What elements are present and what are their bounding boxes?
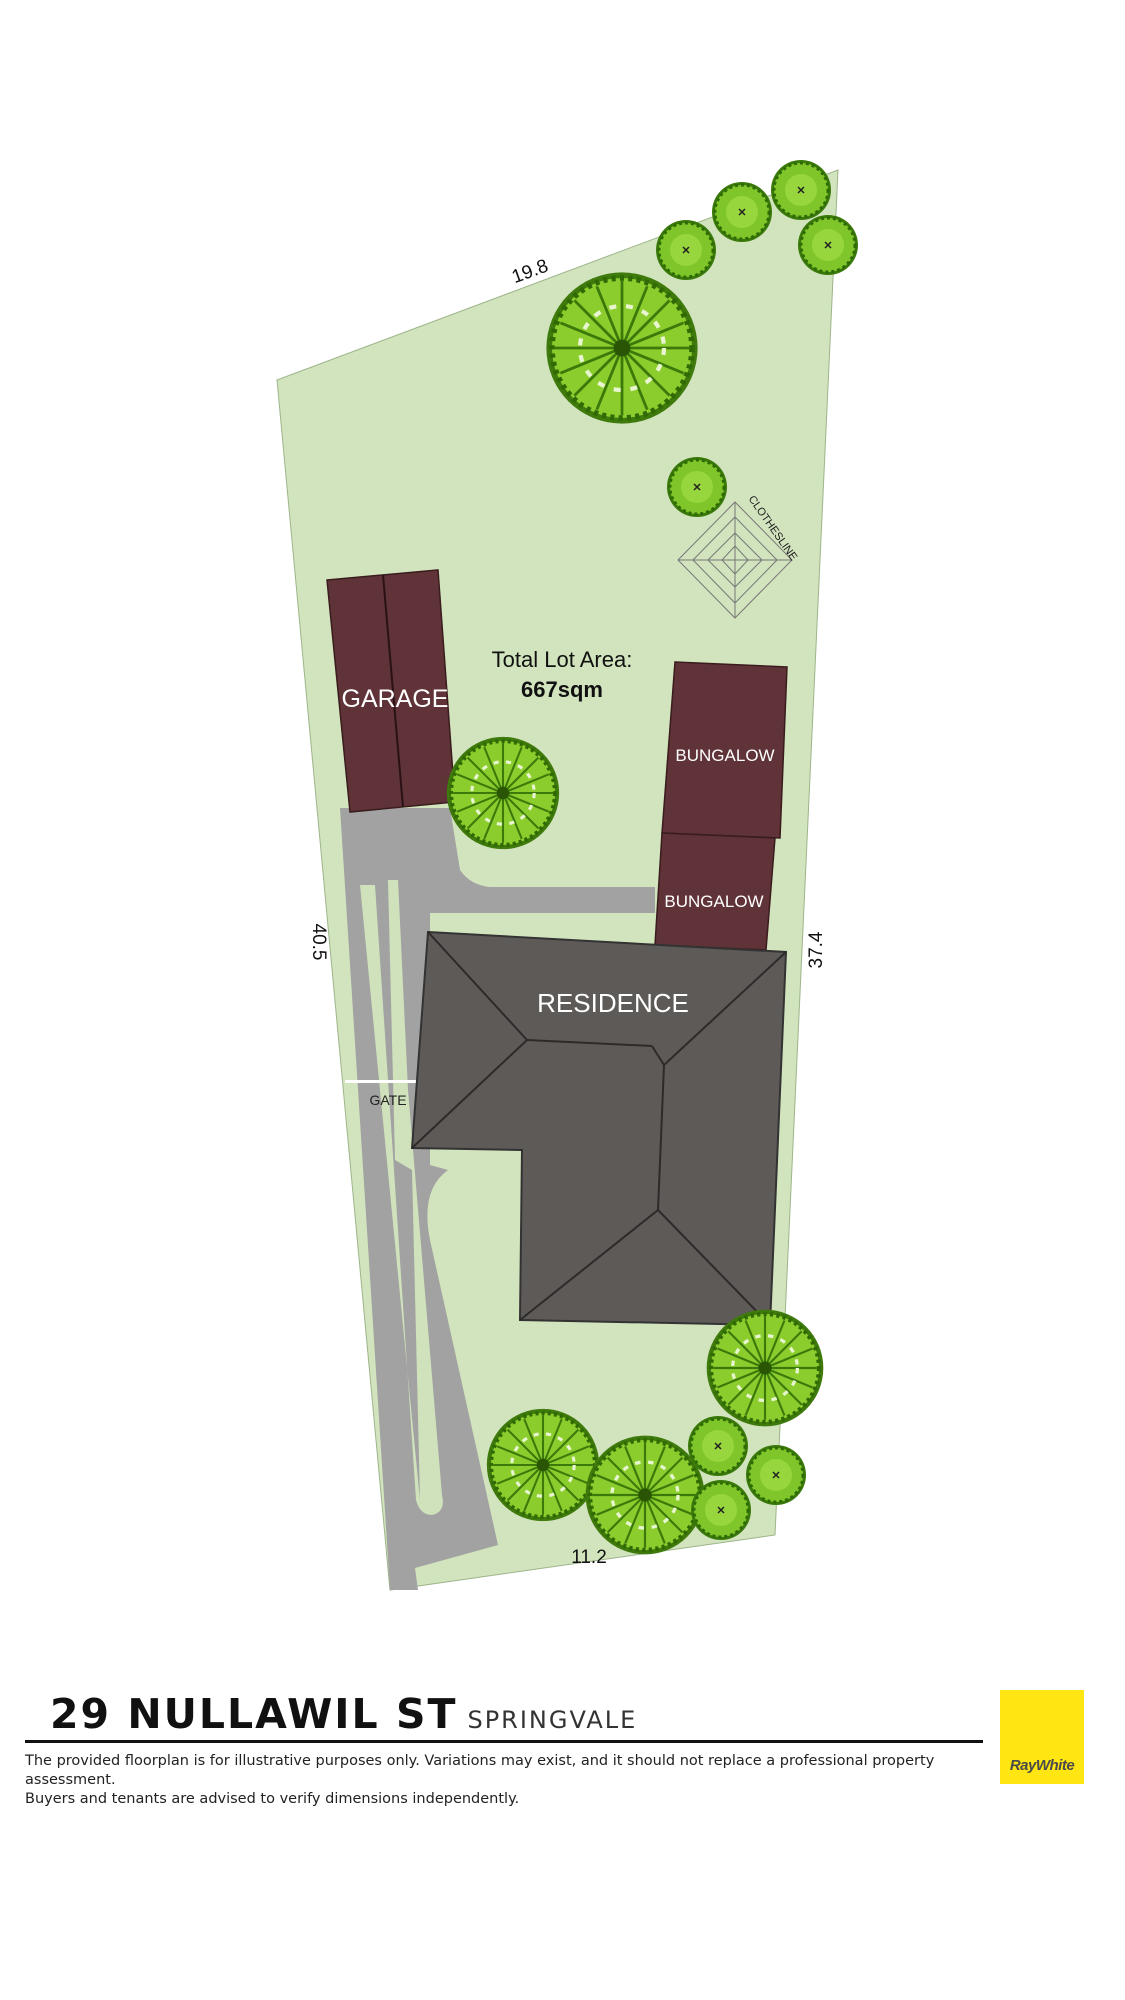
- disclaimer-line-1: The provided floorplan is for illustrati…: [25, 1753, 935, 1788]
- tree-right-lower: [707, 1310, 824, 1427]
- tree-bottom-left: [487, 1409, 599, 1521]
- tree-small-4: [796, 213, 860, 277]
- street-address: 29 NULLAWIL ST: [50, 1690, 458, 1738]
- tree-small-6: [686, 1414, 750, 1478]
- bungalow-upper-label: BUNGALOW: [675, 746, 774, 765]
- total-lot-area-value: 667sqm: [521, 677, 603, 702]
- tree-bottom-centre: [586, 1436, 705, 1555]
- dimension-bottom: 11.2: [571, 1547, 607, 1568]
- disclaimer-line-2: Buyers and tenants are advised to verify…: [25, 1791, 520, 1807]
- total-lot-area-label: Total Lot Area:: [492, 647, 633, 672]
- suburb: SPRINGVALE: [467, 1706, 638, 1734]
- tree-small-1: [654, 218, 718, 282]
- tree-small-8: [689, 1478, 753, 1542]
- garage-label: GARAGE: [342, 685, 449, 713]
- residence: [410, 930, 788, 1327]
- tree-small-3: [769, 158, 833, 222]
- residence-label: RESIDENCE: [537, 988, 689, 1018]
- divider: [25, 1740, 983, 1743]
- dimension-right: 37.4: [806, 931, 827, 968]
- logo-text: RayWhite: [1009, 1757, 1075, 1774]
- dimension-left: 40.5: [308, 924, 329, 961]
- site-plan: GARAGE BUNGALOW BUNGALOW RESIDENCE GATE …: [276, 158, 860, 1591]
- property-address: 29 NULLAWIL ST SPRINGVALE: [50, 1690, 637, 1738]
- bungalow-upper: [661, 661, 788, 839]
- disclaimer: The provided floorplan is for illustrati…: [25, 1752, 1005, 1809]
- tree-small-5: [665, 455, 729, 519]
- bungalow-lower-label: BUNGALOW: [664, 892, 763, 911]
- driveway-inner-strip: [360, 880, 443, 1515]
- gate-label: GATE: [369, 1092, 406, 1108]
- tree-small-7: [744, 1443, 808, 1507]
- tree-large-top: [546, 272, 697, 423]
- clothesline: [677, 501, 793, 619]
- gate-line: [345, 1080, 417, 1083]
- tree-mid: [447, 737, 559, 849]
- raywhite-logo: RayWhite: [1000, 1690, 1084, 1784]
- tree-small-2: [710, 180, 774, 244]
